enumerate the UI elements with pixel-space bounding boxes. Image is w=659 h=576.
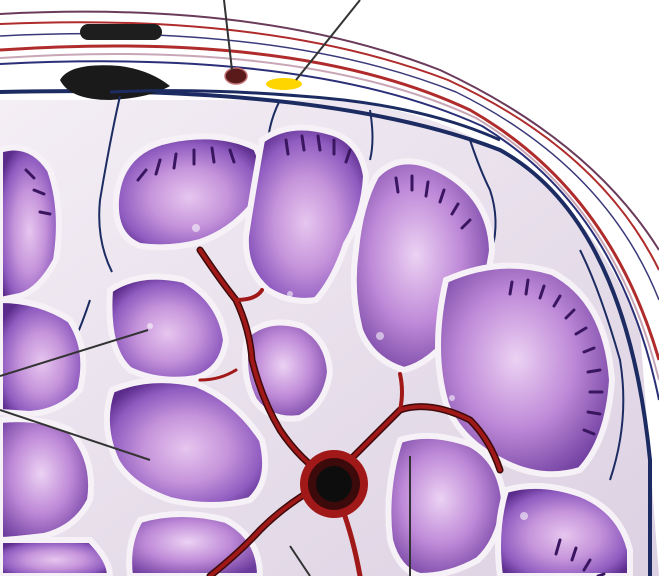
capsule-dark-body: [80, 24, 162, 40]
lobule: [0, 419, 91, 540]
capsule-dark-cell: [60, 65, 170, 100]
lobule: [0, 540, 110, 576]
central-artery: [300, 450, 368, 518]
lobule: [388, 436, 504, 576]
capsule-small-node: [225, 68, 247, 84]
lobule: [0, 300, 83, 414]
